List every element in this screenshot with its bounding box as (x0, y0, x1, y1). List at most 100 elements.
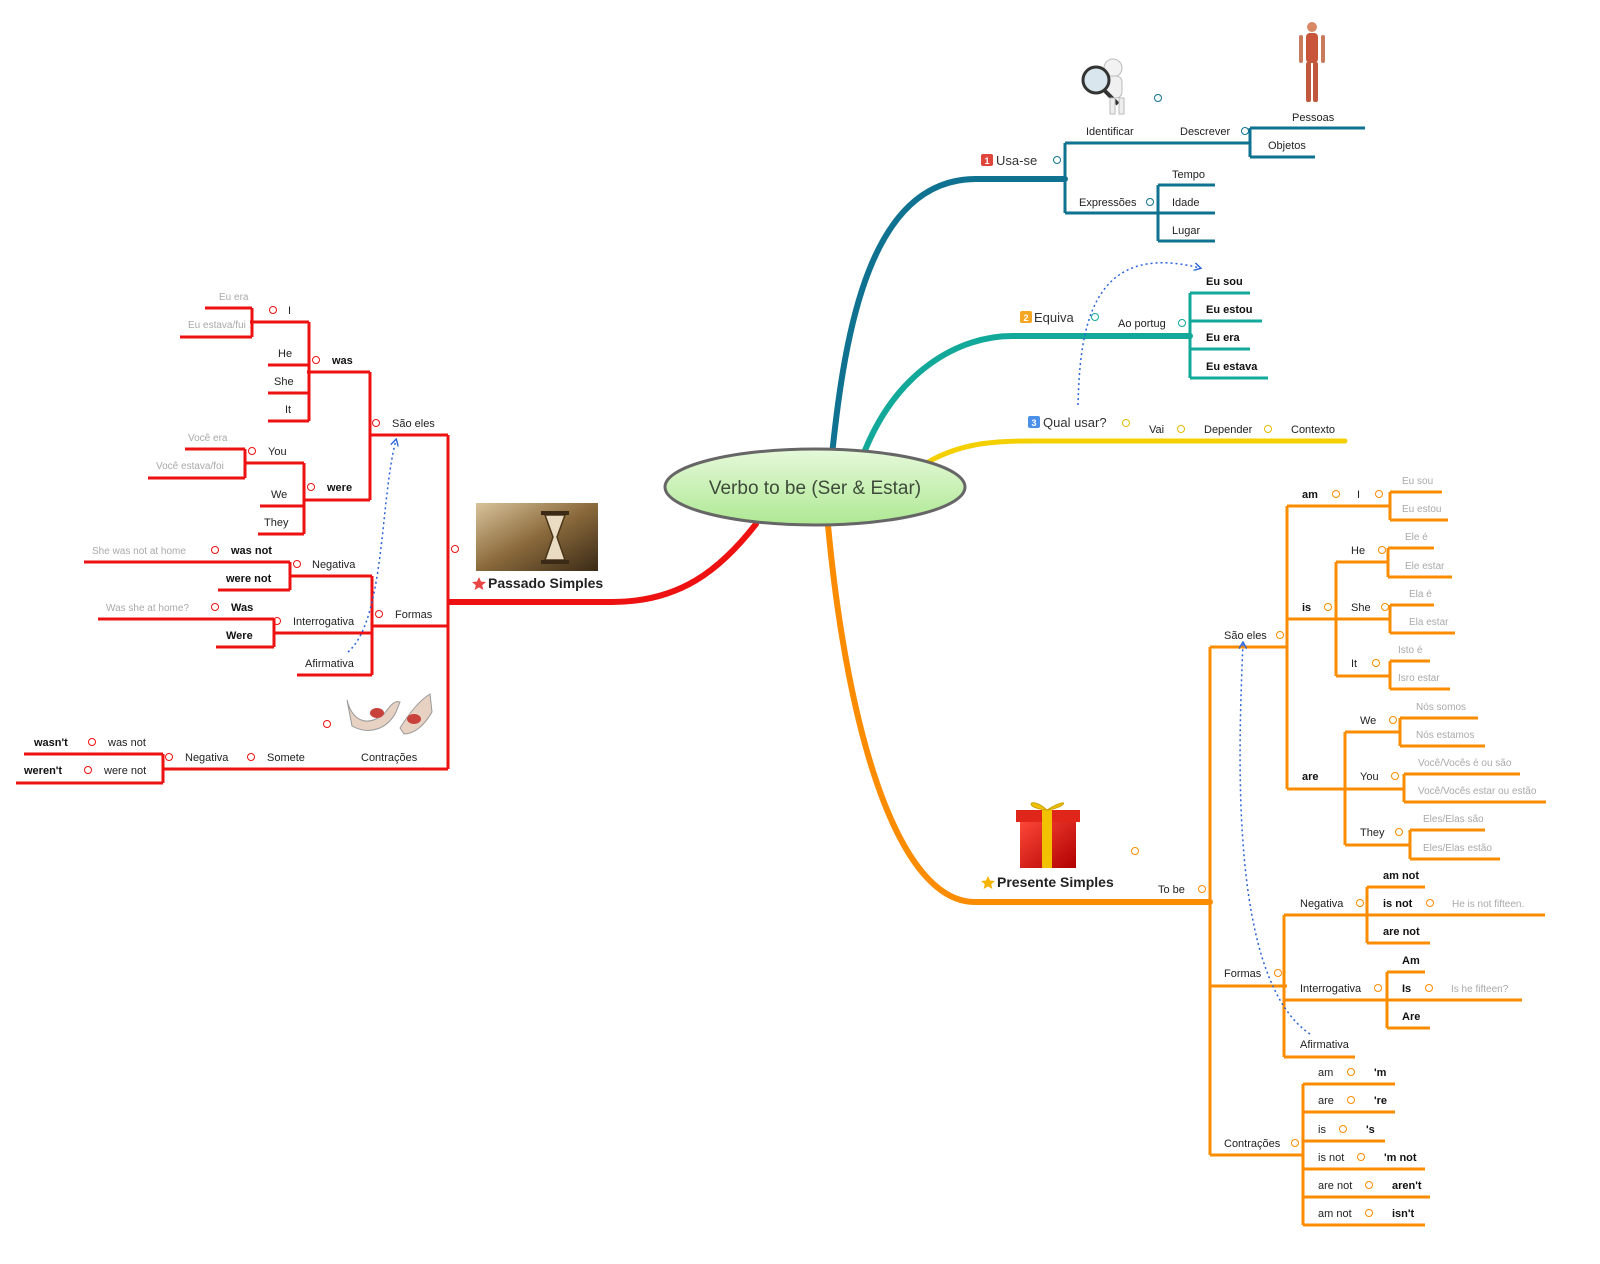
node-am[interactable]: am (1302, 489, 1318, 501)
node-eles-estao[interactable]: Eles/Elas estão (1423, 843, 1492, 854)
collapse-toggle-icon[interactable] (1091, 313, 1099, 321)
collapse-toggle-icon[interactable] (269, 306, 277, 314)
contraction-short[interactable]: 's (1366, 1124, 1375, 1136)
node-was[interactable]: was (331, 355, 353, 367)
node-tempo[interactable]: Tempo (1172, 169, 1205, 181)
node-idade[interactable]: Idade (1172, 197, 1200, 209)
node-identificar[interactable]: Identificar (1086, 126, 1134, 138)
node-it[interactable]: It (1351, 658, 1357, 670)
node-isro-estar[interactable]: Isro estar (1398, 673, 1440, 684)
collapse-toggle-icon[interactable] (1178, 319, 1186, 327)
collapse-toggle-icon[interactable] (1198, 885, 1206, 893)
node-voce-era[interactable]: Você era (188, 433, 228, 444)
node-am-not[interactable]: am not (1383, 870, 1419, 882)
collapse-toggle-icon[interactable] (273, 617, 281, 625)
collapse-toggle-icon[interactable] (1426, 899, 1434, 907)
node-she-was-not[interactable]: She was not at home (92, 546, 186, 557)
node-to-be[interactable]: To be (1158, 884, 1185, 896)
collapse-toggle-icon[interactable] (1391, 772, 1399, 780)
node-eu-estava[interactable]: Eu estava (1206, 361, 1258, 373)
collapse-toggle-icon[interactable] (1389, 716, 1397, 724)
topic-qual-usar[interactable]: 3 Qual usar? Vai Depender Contexto (1028, 262, 1335, 436)
collapse-toggle-icon[interactable] (1381, 603, 1389, 611)
node-eles-sao[interactable]: Eles/Elas são (1423, 814, 1484, 825)
node-is-he-fifteen[interactable]: Is he fifteen? (1451, 984, 1509, 995)
node-eu-era-past[interactable]: Eu era (219, 292, 249, 303)
node-nos-estamos[interactable]: Nós estamos (1416, 730, 1474, 741)
node-negativa[interactable]: Negativa (1300, 898, 1344, 910)
topic-presente-simples[interactable]: Presente Simples To be São eles am I Eu … (981, 476, 1546, 1227)
collapse-toggle-icon[interactable] (1347, 1096, 1355, 1104)
node-descrever[interactable]: Descrever (1180, 126, 1230, 138)
node-were-not[interactable]: were not (225, 573, 272, 585)
node-they-past[interactable]: They (264, 517, 289, 529)
contraction-short[interactable]: 'm not (1384, 1152, 1417, 1164)
contraction-full[interactable]: is (1318, 1124, 1326, 1136)
collapse-toggle-icon[interactable] (1372, 659, 1380, 667)
node-were[interactable]: were (326, 482, 352, 494)
node-it-past[interactable]: It (285, 404, 291, 416)
collapse-toggle-icon[interactable] (247, 753, 255, 761)
collapse-toggle-icon[interactable] (1276, 631, 1284, 639)
collapse-toggle-icon[interactable] (293, 560, 301, 568)
collapse-toggle-icon[interactable] (1131, 847, 1139, 855)
node-are[interactable]: are (1302, 771, 1319, 783)
node-contracoes[interactable]: Contrações (1224, 1138, 1281, 1150)
collapse-toggle-icon[interactable] (1375, 490, 1383, 498)
node-sao-eles[interactable]: São eles (1224, 630, 1267, 642)
node-am-q[interactable]: Am (1402, 955, 1420, 967)
node-objetos[interactable]: Objetos (1268, 140, 1306, 152)
contraction-full[interactable]: are not (1318, 1180, 1352, 1192)
collapse-toggle-icon[interactable] (307, 483, 315, 491)
node-we-past[interactable]: We (271, 489, 287, 501)
node-you-past[interactable]: You (268, 446, 287, 458)
node-wasnt[interactable]: wasn't (33, 737, 68, 749)
collapse-toggle-icon[interactable] (1356, 899, 1364, 907)
node-he[interactable]: He (1351, 545, 1365, 557)
node-afirmativa-past[interactable]: Afirmativa (305, 658, 355, 670)
node-isto-e[interactable]: Isto é (1398, 645, 1423, 656)
node-were-q[interactable]: Were (226, 630, 253, 642)
node-voce-estar[interactable]: Você/Vocês estar ou estão (1418, 786, 1537, 797)
node-is-not[interactable]: is not (1383, 898, 1413, 910)
collapse-toggle-icon[interactable] (84, 766, 92, 774)
node-pessoas[interactable]: Pessoas (1292, 112, 1335, 124)
collapse-toggle-icon[interactable] (1241, 127, 1249, 135)
contraction-short[interactable]: aren't (1392, 1180, 1422, 1192)
node-nos-somos[interactable]: Nós somos (1416, 702, 1466, 713)
collapse-toggle-icon[interactable] (211, 603, 219, 611)
collapse-toggle-icon[interactable] (165, 753, 173, 761)
node-formas-past[interactable]: Formas (395, 609, 433, 621)
contraction-full[interactable]: am (1318, 1067, 1333, 1079)
node-eu-era[interactable]: Eu era (1206, 332, 1241, 344)
node-somete[interactable]: Somete (267, 752, 305, 764)
collapse-toggle-icon[interactable] (1339, 1125, 1347, 1133)
collapse-toggle-icon[interactable] (248, 447, 256, 455)
node-afirmativa[interactable]: Afirmativa (1300, 1039, 1350, 1051)
node-ele-estar[interactable]: Ele estar (1405, 561, 1445, 572)
collapse-toggle-icon[interactable] (1274, 969, 1282, 977)
contraction-full[interactable]: are (1318, 1095, 1334, 1107)
node-werent[interactable]: weren't (23, 765, 62, 777)
collapse-toggle-icon[interactable] (1154, 94, 1162, 102)
node-eu-estou[interactable]: Eu estou (1402, 504, 1441, 515)
node-eu-sou[interactable]: Eu sou (1402, 476, 1433, 487)
collapse-toggle-icon[interactable] (211, 546, 219, 554)
node-are-not[interactable]: are not (1383, 926, 1420, 938)
collapse-toggle-icon[interactable] (312, 356, 320, 364)
node-ela-e[interactable]: Ela é (1409, 589, 1432, 600)
collapse-toggle-icon[interactable] (1365, 1209, 1373, 1217)
node-lugar[interactable]: Lugar (1172, 225, 1200, 237)
node-eu-estou[interactable]: Eu estou (1206, 304, 1252, 316)
node-we[interactable]: We (1360, 715, 1376, 727)
node-ao-portug[interactable]: Ao portug (1118, 318, 1166, 330)
node-were-not-contr[interactable]: were not (103, 765, 146, 777)
contraction-short[interactable]: 're (1374, 1095, 1387, 1107)
node-is[interactable]: is (1302, 602, 1311, 614)
collapse-toggle-icon[interactable] (1146, 198, 1154, 206)
collapse-toggle-icon[interactable] (1053, 156, 1061, 164)
collapse-toggle-icon[interactable] (1347, 1068, 1355, 1076)
collapse-toggle-icon[interactable] (1365, 1181, 1373, 1189)
contraction-short[interactable]: isn't (1392, 1208, 1415, 1220)
node-she[interactable]: She (1351, 602, 1371, 614)
